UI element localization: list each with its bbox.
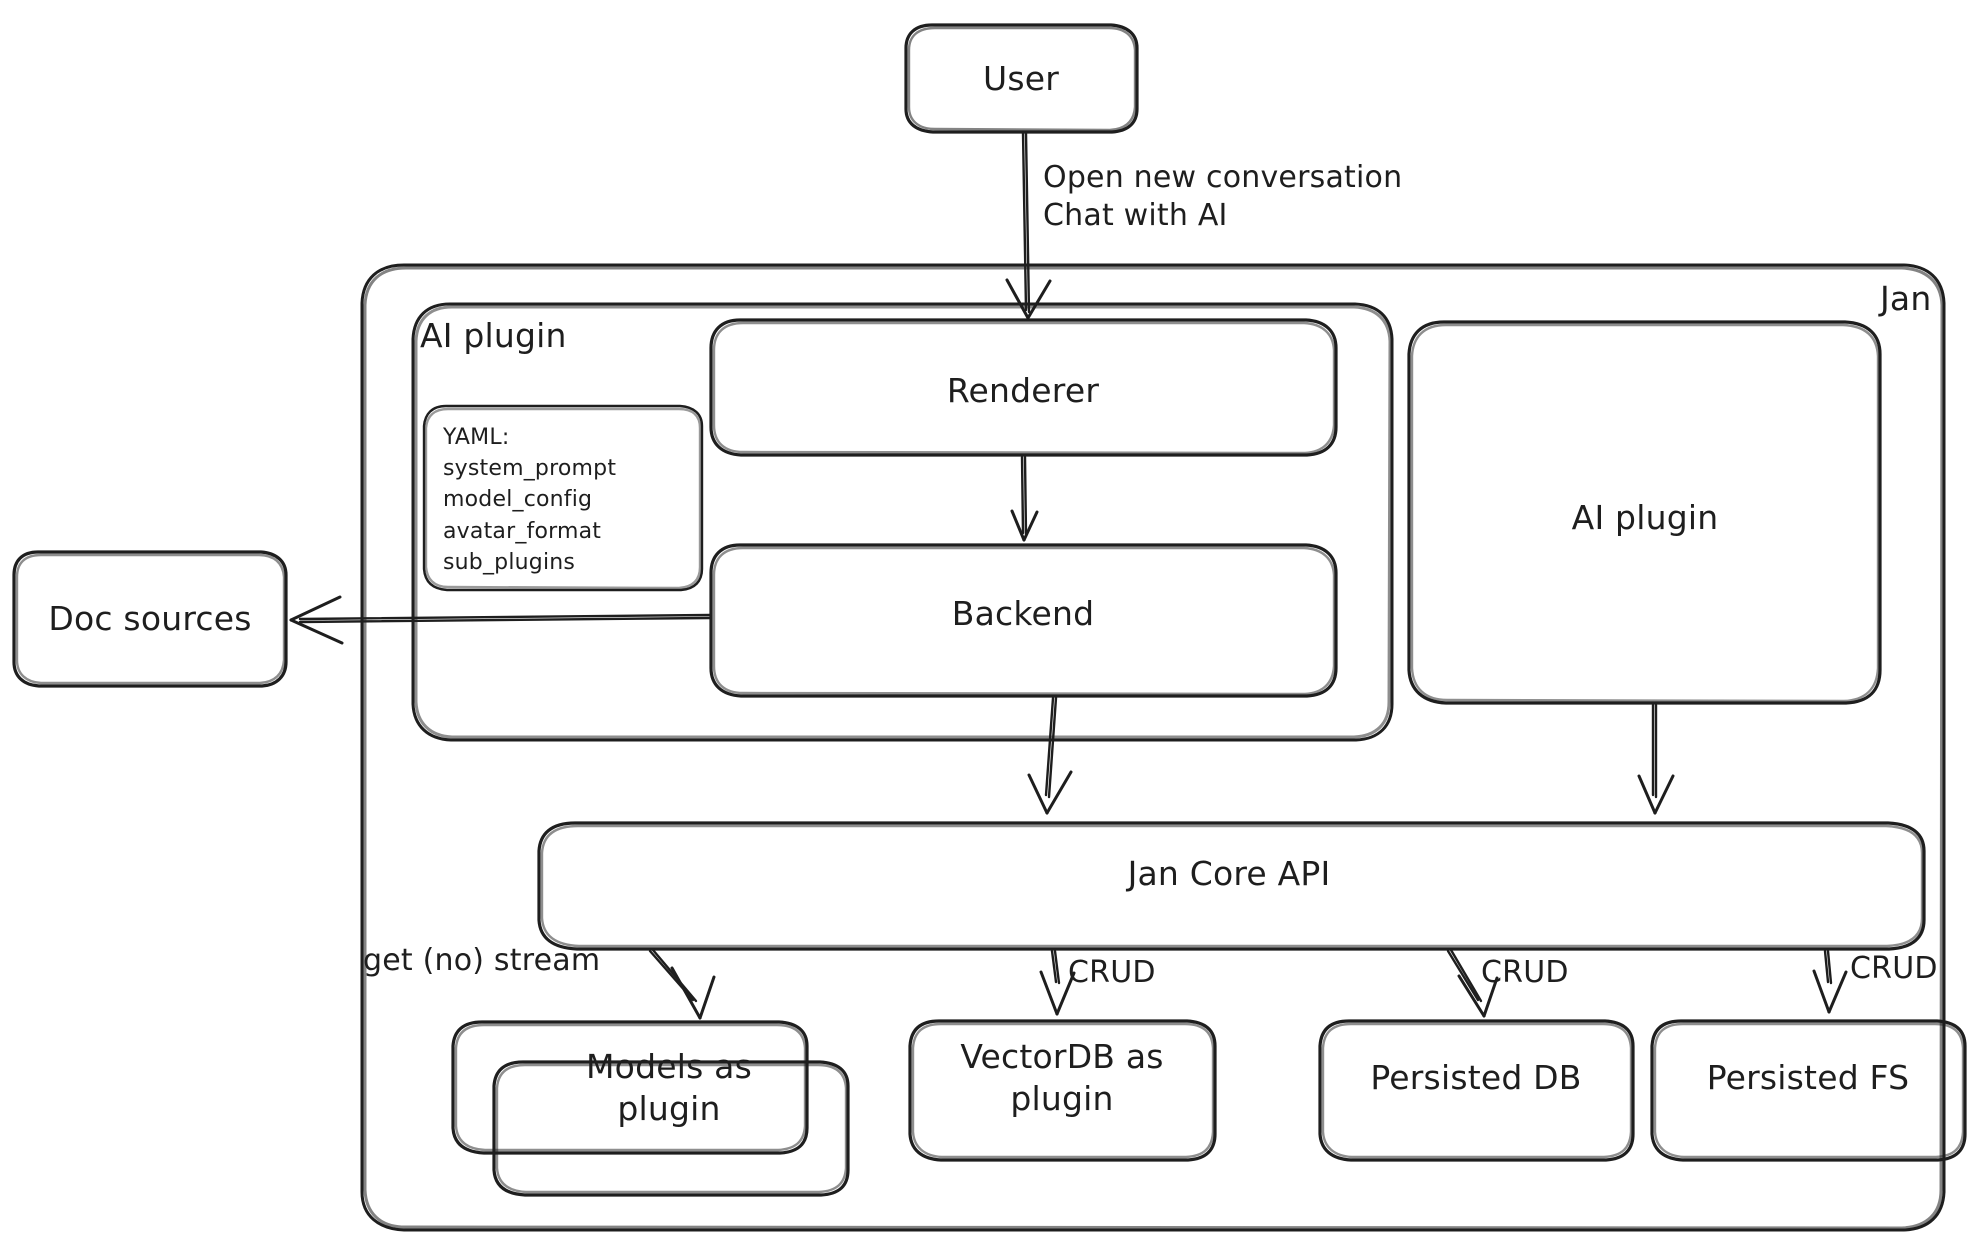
edge-ai-plugin-to-jan-core-api bbox=[1637, 703, 1675, 815]
vectordb-as-plugin-node-label: VectorDB as plugin bbox=[960, 1036, 1164, 1118]
jan-container-label: Jan bbox=[1880, 279, 1932, 318]
edge-backend-to-jan-core-api bbox=[1027, 696, 1073, 815]
backend-node-label: Backend bbox=[951, 593, 1095, 633]
user-node-label: User bbox=[982, 58, 1060, 98]
edge-label-crud-persisted-fs: CRUD bbox=[1850, 951, 1938, 986]
doc-sources-box-shape bbox=[12, 550, 288, 688]
persisted-db-box-shape bbox=[1318, 1019, 1635, 1162]
edge-label-get-no-stream: get (no) stream bbox=[363, 943, 601, 978]
jan-core-api-box-shape bbox=[537, 821, 1926, 951]
edge-user-to-renderer bbox=[1005, 131, 1052, 320]
edge-label-crud-persisted-db: CRUD bbox=[1481, 955, 1569, 990]
ai-plugin-right-node-label: AI plugin bbox=[1571, 497, 1719, 537]
persisted-fs-box-shape bbox=[1650, 1019, 1967, 1162]
jan-core-api-node-label: Jan Core API bbox=[1127, 853, 1331, 893]
models-as-plugin-front-shape bbox=[492, 1060, 850, 1197]
persisted-fs-node-label: Persisted FS bbox=[1706, 1057, 1910, 1097]
models-as-plugin-back-shape bbox=[451, 1020, 809, 1155]
edge-backend-to-doc-sources bbox=[289, 595, 712, 645]
ai-plugin-container-shape bbox=[411, 302, 1394, 742]
persisted-db-node-label: Persisted DB bbox=[1370, 1057, 1582, 1097]
edge-jan-core-api-to-persisted-db bbox=[1446, 948, 1499, 1018]
yaml-note-label: YAML: system_prompt model_config avatar_… bbox=[443, 425, 617, 575]
jan-container-shape bbox=[360, 263, 1946, 1232]
user-box-shape bbox=[904, 23, 1139, 134]
edge-jan-core-api-to-persisted-fs bbox=[1812, 949, 1848, 1014]
renderer-node-label: Renderer bbox=[946, 370, 1100, 410]
edge-label-user-to-renderer: Open new conversation Chat with AI bbox=[1043, 160, 1403, 234]
ai-plugin-right-box-shape bbox=[1407, 320, 1882, 705]
edge-label-crud-vectordb: CRUD bbox=[1068, 955, 1156, 990]
edge-jan-core-api-to-models bbox=[648, 948, 716, 1020]
doc-sources-node-label: Doc sources bbox=[48, 598, 252, 638]
edge-jan-core-api-to-vectordb bbox=[1039, 949, 1076, 1016]
renderer-box-shape bbox=[709, 318, 1338, 457]
vectordb-as-plugin-box-shape bbox=[908, 1019, 1217, 1162]
models-as-plugin-node-label: Models as plugin bbox=[586, 1046, 752, 1128]
edge-renderer-to-backend bbox=[1010, 455, 1039, 542]
backend-box-shape bbox=[709, 543, 1338, 698]
ai-plugin-container-label: AI plugin bbox=[420, 316, 567, 355]
yaml-note-box-shape bbox=[422, 404, 704, 592]
